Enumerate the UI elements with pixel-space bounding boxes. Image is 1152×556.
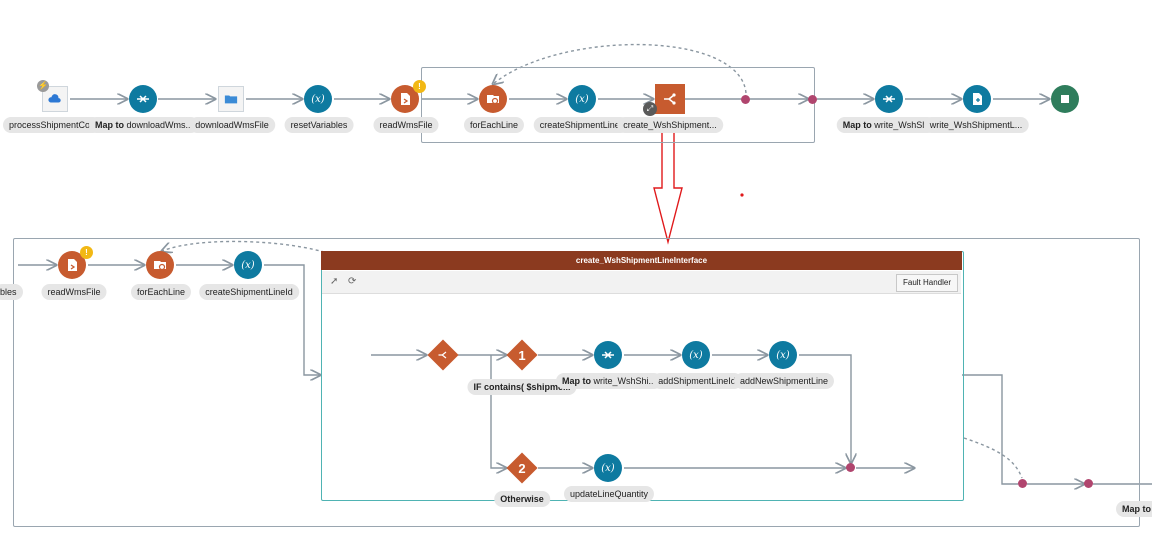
label-create-shipment-line: createShipmentLineI <box>533 117 629 133</box>
label-update-line-quantity: updateLineQuantity <box>563 486 655 502</box>
branch-merge-dot <box>846 463 855 472</box>
trigger-cloud-icon <box>48 94 61 103</box>
download-file-node[interactable] <box>218 86 244 112</box>
label-download-wms-file: downloadWmsFile <box>189 117 275 133</box>
top-foreach-scope[interactable] <box>421 67 815 143</box>
switch-scope-node[interactable] <box>655 84 685 114</box>
annotation-dot <box>740 193 744 197</box>
detail-loop-back-arrow <box>162 240 331 255</box>
label-add-shipment-line-id: addShipmentLineId <box>652 373 742 389</box>
detail-foreach-scope[interactable] <box>13 238 1140 527</box>
map-icon <box>883 95 895 103</box>
label-if-contains: IF contains( $shipme... <box>467 379 577 395</box>
label-detail-read-wms-file: readWmsFile <box>41 284 107 300</box>
label-for-each-line: forEachLine <box>463 117 525 133</box>
refresh-icon[interactable]: ⟳ <box>348 276 357 287</box>
top-merge-dot-1 <box>741 95 750 104</box>
assign-variable-icon: (x) <box>241 259 255 271</box>
branch-2-number: 2 <box>518 460 526 476</box>
assign-variable-icon: (x) <box>575 93 589 105</box>
top-loop-back-arrow <box>493 43 747 94</box>
update-line-quantity-node[interactable]: (x) <box>594 454 622 482</box>
for-each-node[interactable] <box>479 85 507 113</box>
label-map-write: Map to write_WshShi <box>836 117 936 133</box>
switch-icon <box>438 351 447 359</box>
warning-icon: ! <box>80 246 93 259</box>
label-detail-create-shipment-line-id: createShipmentLineId <box>199 284 299 300</box>
label-bles: bles <box>0 284 23 300</box>
stop-icon <box>1061 95 1069 103</box>
create-shipment-line-node[interactable]: (x) <box>568 85 596 113</box>
assign-variable-icon: (x) <box>311 93 325 105</box>
label-reset-variables: resetVariables <box>284 117 354 133</box>
warning-icon: ! <box>413 80 426 93</box>
label-otherwise: Otherwise <box>494 491 550 507</box>
for-each-icon <box>487 95 499 105</box>
read-file-icon <box>68 259 77 271</box>
label-map-to-edge: Map to <box>1116 501 1152 517</box>
trigger-badge-icon: ⚡ <box>37 80 49 92</box>
expand-icon[interactable]: ⤢ <box>643 102 657 116</box>
assign-variable-icon: (x) <box>689 349 703 361</box>
add-shipment-line-id-node[interactable]: (x) <box>682 341 710 369</box>
label-detail-for-each-line: forEachLine <box>130 284 192 300</box>
label-write-wsh-shipment: write_WshShipmentL... <box>923 117 1029 133</box>
fault-handler-button[interactable]: Fault Handler <box>896 274 958 292</box>
label-detail-map-write: Map to write_WshShi... <box>555 373 663 389</box>
assign-variable-icon: (x) <box>601 462 615 474</box>
detail-merge-dot-2 <box>1084 479 1093 488</box>
map-download-node[interactable] <box>129 85 157 113</box>
top-merge-dot-2 <box>808 95 817 104</box>
detail-merge-dashed <box>963 437 1023 479</box>
scope-toolbar <box>322 271 961 294</box>
detail-merge-dot-1 <box>1018 479 1027 488</box>
assign-variable-icon: (x) <box>776 349 790 361</box>
label-add-new-shipment-line: addNewShipmentLine <box>733 373 835 389</box>
map-icon <box>602 351 614 359</box>
label-process-shipment: processShipmentCon <box>2 117 102 133</box>
detail-create-shipment-line-node[interactable]: (x) <box>234 251 262 279</box>
label-read-wms-file: readWmsFile <box>373 117 439 133</box>
stop-node[interactable] <box>1051 85 1079 113</box>
add-new-shipment-line-node[interactable]: (x) <box>769 341 797 369</box>
label-create-wsh-shipment: create_WshShipment... <box>617 117 723 133</box>
detail-map-write-node[interactable] <box>594 341 622 369</box>
for-each-icon <box>154 261 166 271</box>
scope-title: create_WshShipmentLineInterface <box>321 251 962 270</box>
file-folder-icon <box>224 95 238 104</box>
label-map-download: Map to downloadWms... <box>88 117 200 133</box>
write-file-node[interactable] <box>963 85 991 113</box>
annotation-down-arrow <box>653 130 683 245</box>
read-file-icon <box>401 93 410 105</box>
detail-flow-connectors <box>18 265 1152 484</box>
detail-for-each-node[interactable] <box>146 251 174 279</box>
map-icon <box>137 95 149 103</box>
branch-1-number: 1 <box>518 347 526 363</box>
read-file-icon <box>973 93 982 105</box>
reset-variables-node[interactable]: (x) <box>304 85 332 113</box>
switch-icon <box>664 93 676 105</box>
pin-icon[interactable]: ➚ <box>330 276 339 287</box>
map-write-node[interactable] <box>875 85 903 113</box>
